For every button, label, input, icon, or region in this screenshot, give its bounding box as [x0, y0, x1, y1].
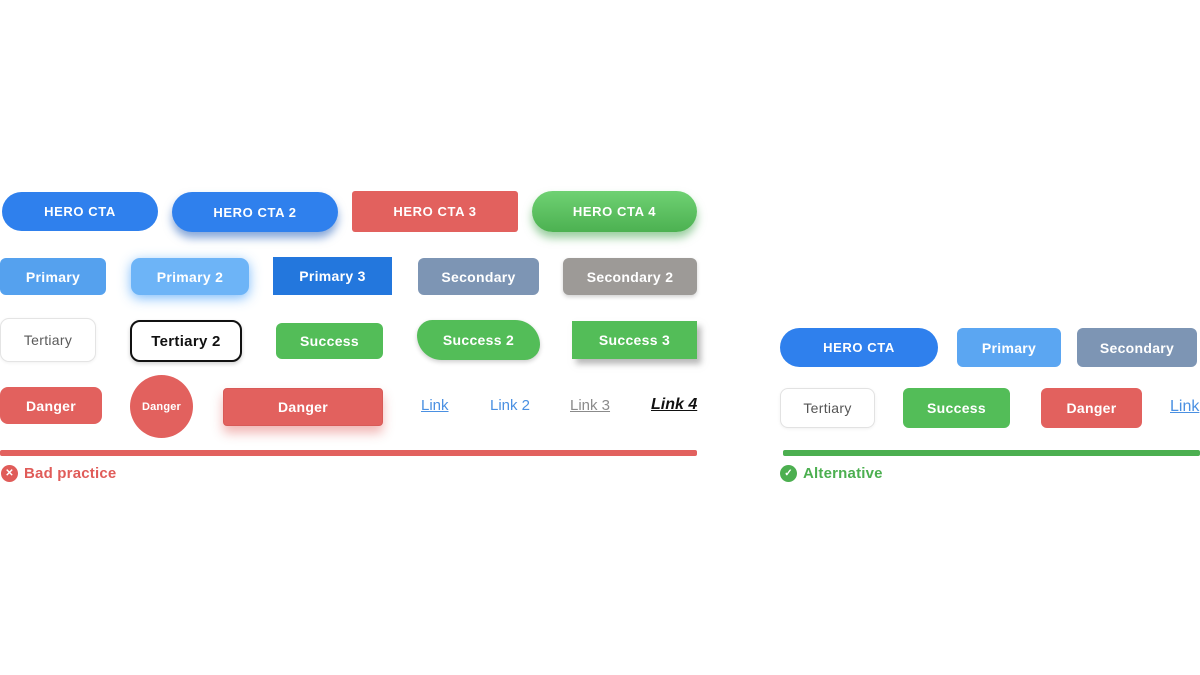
link[interactable]: Link: [421, 397, 449, 414]
secondary-button[interactable]: Secondary: [418, 258, 539, 295]
danger-button[interactable]: Danger: [0, 387, 102, 424]
bad-practice-label: Bad practice: [24, 465, 117, 482]
bad-practice-caption: ✕ Bad practice: [1, 465, 116, 482]
hero-cta-3-button[interactable]: HERO CTA 3: [352, 191, 518, 232]
link-3[interactable]: Link 3: [570, 397, 611, 414]
hero-cta-2-button[interactable]: HERO CTA 2: [172, 192, 338, 232]
success-3-button[interactable]: Success 3: [572, 321, 697, 359]
success-2-button[interactable]: Success 2: [417, 320, 540, 360]
tertiary-2-button[interactable]: Tertiary 2: [130, 320, 242, 362]
alt-hero-cta-button[interactable]: HERO CTA: [780, 328, 938, 367]
alt-danger-button[interactable]: Danger: [1041, 388, 1142, 428]
alternative-caption: ✓ Alternative: [780, 465, 883, 482]
link-4[interactable]: Link 4: [651, 396, 698, 413]
bad-practice-divider: [0, 450, 697, 456]
check-circle-icon: ✓: [780, 465, 797, 482]
alt-link[interactable]: Link: [1170, 398, 1200, 415]
alt-secondary-button[interactable]: Secondary: [1077, 328, 1197, 367]
primary-2-button[interactable]: Primary 2: [131, 258, 249, 295]
tertiary-button[interactable]: Tertiary: [0, 318, 96, 362]
success-button[interactable]: Success: [276, 323, 383, 359]
x-circle-icon: ✕: [1, 465, 18, 482]
alternative-label: Alternative: [803, 465, 883, 482]
link-2[interactable]: Link 2: [490, 397, 531, 414]
alt-primary-button[interactable]: Primary: [957, 328, 1061, 367]
alt-success-button[interactable]: Success: [903, 388, 1010, 428]
secondary-2-button[interactable]: Secondary 2: [563, 258, 697, 295]
danger-round-button[interactable]: Danger: [130, 375, 193, 438]
primary-button[interactable]: Primary: [0, 258, 106, 295]
danger-3-button[interactable]: Danger: [223, 388, 383, 426]
primary-3-button[interactable]: Primary 3: [273, 257, 392, 295]
hero-cta-button[interactable]: HERO CTA: [2, 192, 158, 231]
alternative-divider: [783, 450, 1200, 456]
alt-tertiary-button[interactable]: Tertiary: [780, 388, 875, 428]
hero-cta-4-button[interactable]: HERO CTA 4: [532, 191, 697, 232]
